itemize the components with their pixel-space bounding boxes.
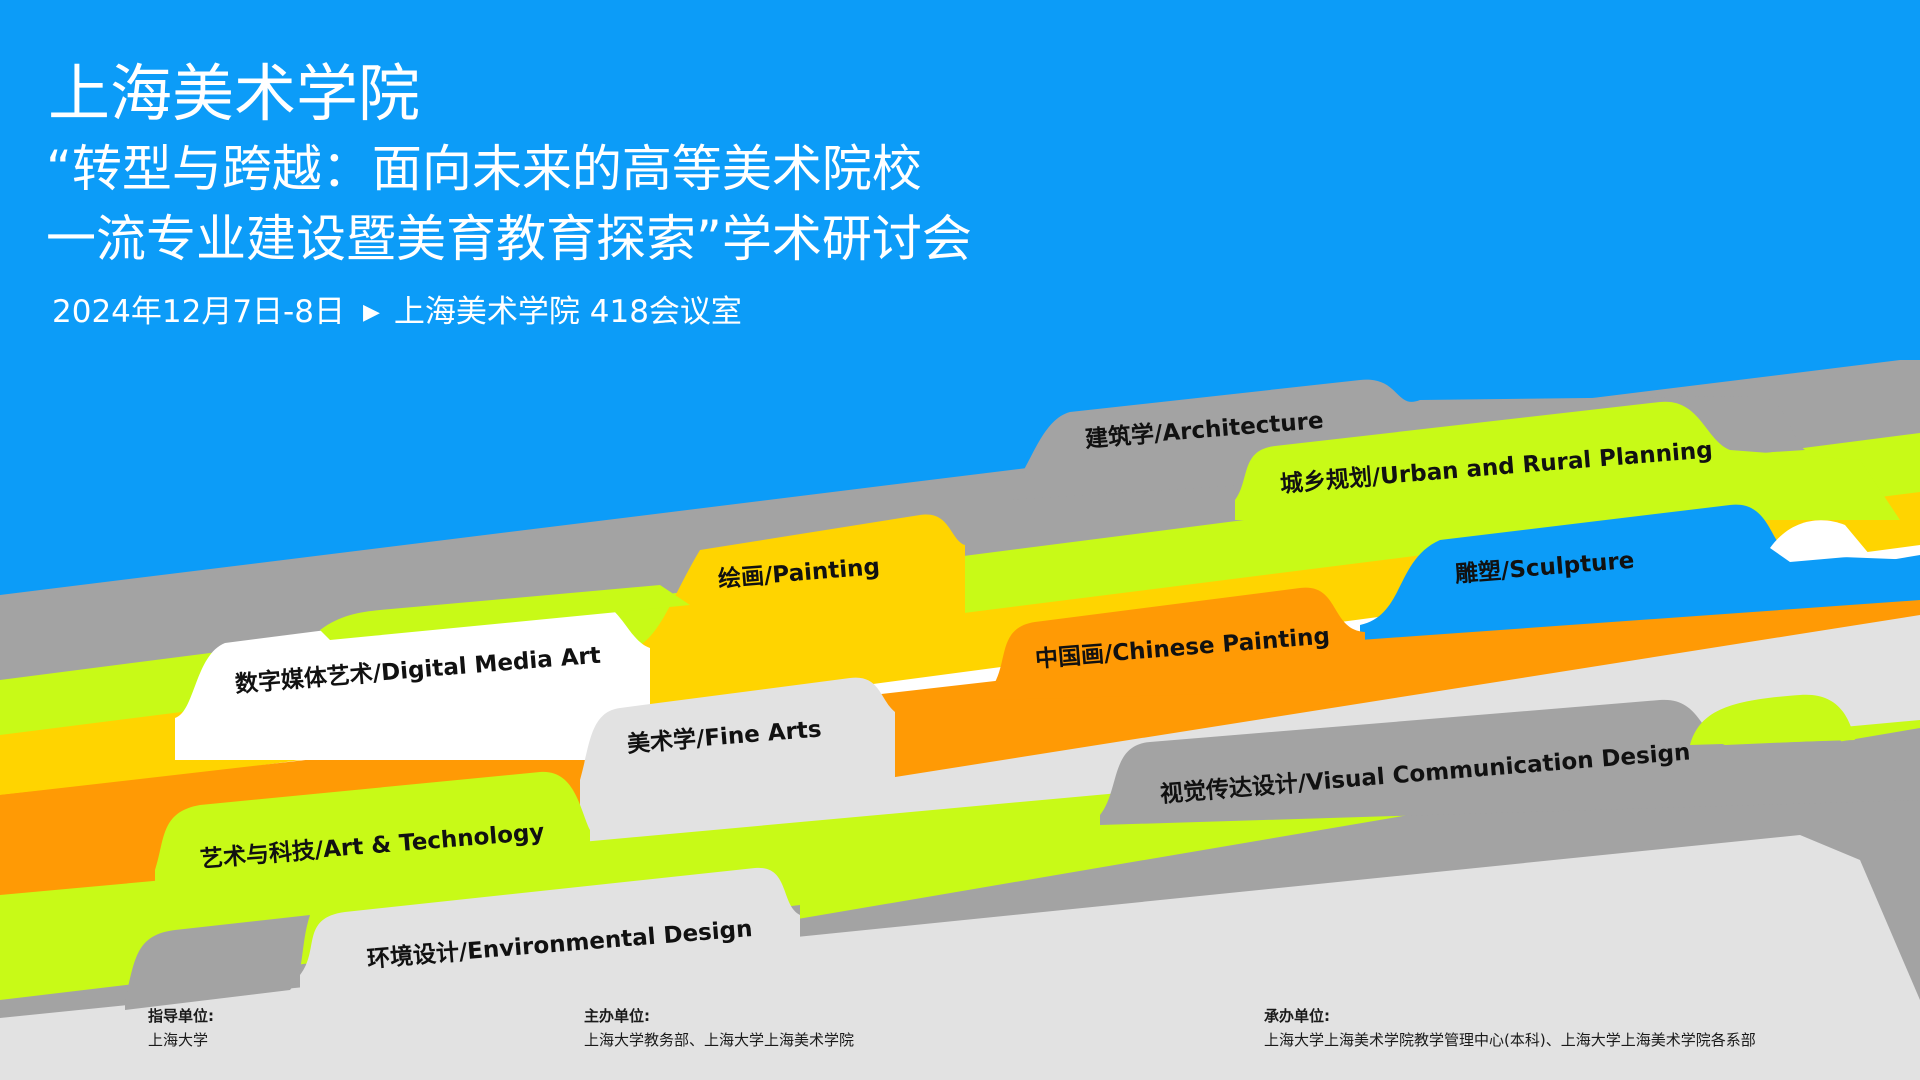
tab-lime-strip-left	[320, 585, 690, 640]
guide-unit-value: 上海大学	[148, 1031, 209, 1049]
event-venue: 上海美术学院 418会议室	[393, 294, 742, 330]
tab-gray-left-lower	[125, 915, 310, 1010]
school-title: 上海美术学院	[48, 57, 421, 130]
band-lightgray-environmental	[0, 835, 1920, 1080]
tab-art-technology	[155, 771, 590, 900]
guide-unit-caption: 指导单位:	[148, 1007, 214, 1025]
undertake-unit-value: 上海大学上海美术学院教学管理中心(本科)、上海大学上海美术学院各系部	[1264, 1031, 1756, 1049]
tab-digital-media	[175, 597, 650, 760]
tab-planning	[1235, 401, 1900, 520]
guide-unit: 指导单位: 上海大学	[148, 1004, 214, 1052]
tab-fine-arts	[580, 677, 895, 830]
tab-visual-communication	[1100, 699, 1920, 825]
play-arrow-icon: ▶	[362, 300, 380, 325]
tab-sculpture	[1360, 504, 1920, 640]
tab-chinese-painting	[990, 587, 1365, 700]
tab-environmental	[300, 867, 800, 1000]
undertake-unit-caption: 承办单位:	[1264, 1007, 1330, 1025]
tab-painting	[630, 514, 965, 660]
tab-white-notch	[1770, 520, 1870, 562]
event-meta: 2024年12月7日-8日 ▶ 上海美术学院 418会议室	[52, 290, 742, 335]
undertake-unit: 承办单位: 上海大学上海美术学院教学管理中心(本科)、上海大学上海美术学院各系部	[1264, 1004, 1756, 1052]
symposium-title-line2: 一流专业建设暨美育教育探索”学术研讨会	[46, 210, 972, 268]
symposium-title-line1: “转型与跨越：面向未来的高等美术院校	[46, 140, 922, 198]
host-unit-caption: 主办单位:	[584, 1007, 650, 1025]
host-unit-value: 上海大学教务部、上海大学上海美术学院	[584, 1031, 855, 1049]
event-date: 2024年12月7日-8日	[52, 294, 345, 330]
host-unit: 主办单位: 上海大学教务部、上海大学上海美术学院	[584, 1004, 854, 1052]
tab-lime-notch-right	[1690, 694, 1855, 745]
